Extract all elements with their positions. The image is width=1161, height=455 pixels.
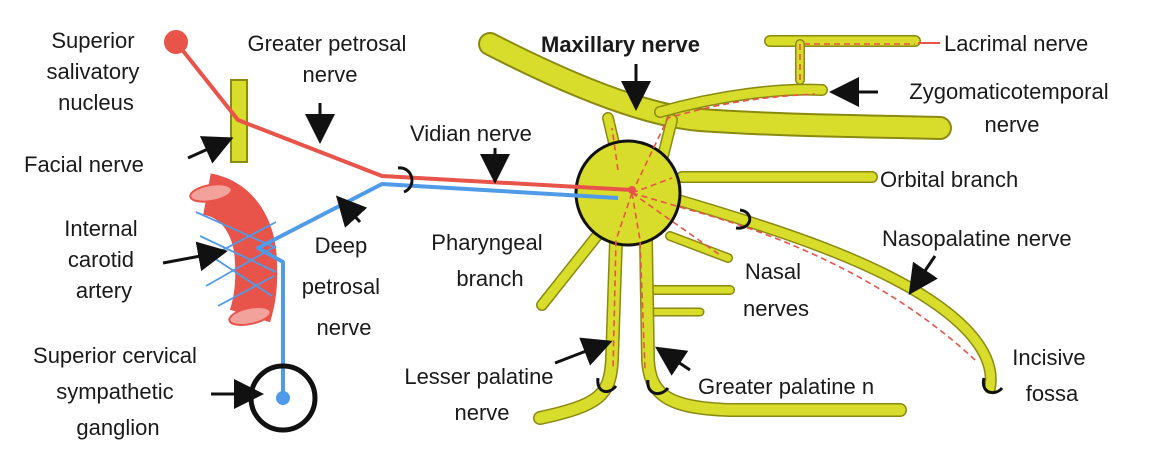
label-superior-cervical: Superior cervical sympathetic ganglion [33,343,203,440]
sympathetic-ganglion-dot [276,391,290,405]
label-orbital-branch: Orbital branch [880,167,1018,192]
label-greater-petrosal: Greater petrosal nerve [247,31,412,87]
label-vidian-nerve: Vidian nerve [410,121,532,146]
label-internal-carotid: Internal carotid artery [64,216,144,303]
label-incisive-fossa: Incisive fossa [1012,345,1091,406]
label-superior-salivatory: Superior salivatory nucleus [46,28,145,115]
label-deep-petrosal: Deep petrosal nerve [302,233,386,340]
label-pharyngeal-branch: Pharyngeal branch [431,230,548,291]
label-nasopalatine: Nasopalatine nerve [882,226,1072,251]
label-nasal-nerves: Nasal nerves [743,259,809,321]
label-facial-nerve: Facial nerve [24,152,144,177]
label-maxillary-nerve: Maxillary nerve [541,32,700,57]
label-greater-palatine: Greater palatine n [698,374,874,399]
pterygopalatine-ganglion [576,141,680,245]
label-lacrimal-nerve: Lacrimal nerve [944,31,1088,56]
